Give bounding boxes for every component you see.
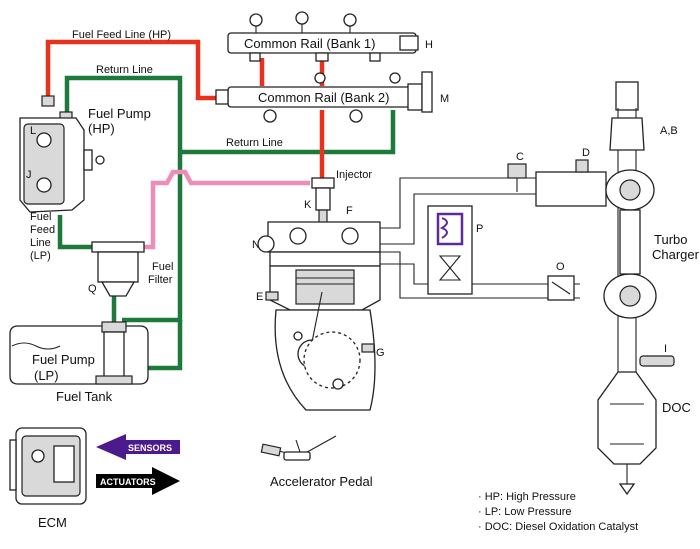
fuel-feed-line-hp [45, 39, 228, 101]
diesel-oxidation-catalyst [597, 371, 657, 496]
letter-e: E [256, 291, 263, 303]
fuel-pump-lp-label-2: (LP) [34, 368, 59, 383]
letter-m: M [440, 93, 449, 105]
return-line-filter [57, 215, 95, 250]
fuel-filter [91, 241, 145, 297]
letter-o: O [556, 261, 565, 273]
fuel-pump-lp-label-1: Fuel Pump [32, 352, 95, 367]
return-lines [57, 75, 396, 371]
fuel-tank [9, 321, 149, 385]
fuel-filter-label-2: Filter [148, 274, 173, 286]
fuel-tank-label: Fuel Tank [56, 389, 113, 404]
letter-ab: A,B [660, 125, 678, 137]
letter-j: J [26, 169, 32, 181]
return-line-top [64, 75, 183, 323]
legend-hp: · HP: High Pressure [478, 491, 576, 503]
legend-lp: · LP: Low Pressure [478, 506, 572, 518]
letter-i: I [664, 343, 667, 355]
fuel-pump-hp-label-1: Fuel Pump [88, 106, 151, 121]
letter-h: H [425, 39, 433, 51]
letter-l: L [30, 125, 36, 137]
fuel-filter-label-1: Fuel [152, 261, 173, 273]
legend-doc: · DOC: Diesel Oxidation Catalyst [478, 521, 638, 533]
letter-q: Q [88, 283, 97, 295]
fuel-feed-line-hp-label: Fuel Feed Line (HP) [72, 29, 171, 41]
accelerator-pedal [260, 435, 337, 461]
sensor-d [575, 159, 589, 173]
letter-p: P [476, 223, 483, 235]
accelerator-pedal-label: Accelerator Pedal [270, 474, 373, 489]
fuel-feed-line-lp-label-3: Line [30, 237, 51, 249]
return-line-mid-label: Return Line [226, 137, 283, 149]
fuel-feed-line-lp-label-2: Feed [30, 224, 55, 236]
ecm-unit [9, 427, 87, 505]
sensors-arrow: SENSORS [96, 434, 180, 460]
actuators-arrow: ACTUATORS [96, 467, 180, 495]
fuel-pump-hp: L J [19, 95, 105, 213]
turbo-charger-label-1: Turbo [654, 232, 687, 247]
engine-cylinder [267, 221, 381, 411]
egr-valve-o [547, 275, 575, 301]
return-line-tank-right [145, 320, 183, 371]
ecm-label: ECM [38, 515, 67, 530]
return-line-top-label: Return Line [96, 64, 153, 76]
sensor-i [639, 355, 675, 367]
fuel-feed-line-lp-label-4: (LP) [30, 250, 51, 262]
common-rail-bank2: Common Rail (Bank 2) [215, 71, 433, 123]
sensor-n [257, 235, 275, 253]
common-rail-bank1: Common Rail (Bank 1) [227, 11, 419, 62]
letter-g: G [376, 347, 385, 359]
fuel-feed-line-lp [143, 169, 310, 250]
actuators-label: ACTUATORS [100, 477, 156, 487]
letter-d: D [582, 147, 590, 159]
sensors-label: SENSORS [128, 443, 172, 453]
doc-label: DOC [662, 400, 691, 415]
turbo-charger-label-2: Charger [652, 247, 700, 262]
fuel-pump-hp-label-2: (HP) [88, 121, 115, 136]
common-rail-bank2-label: Common Rail (Bank 2) [258, 90, 390, 105]
letter-k: K [304, 199, 312, 211]
common-rail-bank1-label: Common Rail (Bank 1) [244, 36, 376, 51]
sensor-g [361, 343, 375, 353]
fuel-feed-line-lp-label-1: Fuel [30, 211, 51, 223]
letter-c: C [516, 151, 524, 163]
injector-label: Injector [336, 169, 372, 181]
intake-manifold [380, 171, 607, 299]
sensor-c [507, 163, 527, 192]
letter-f: F [346, 205, 353, 217]
turbocharger [603, 81, 657, 460]
sensor-e [265, 291, 279, 301]
return-line-mid [180, 110, 396, 155]
letter-n: N [252, 239, 260, 251]
